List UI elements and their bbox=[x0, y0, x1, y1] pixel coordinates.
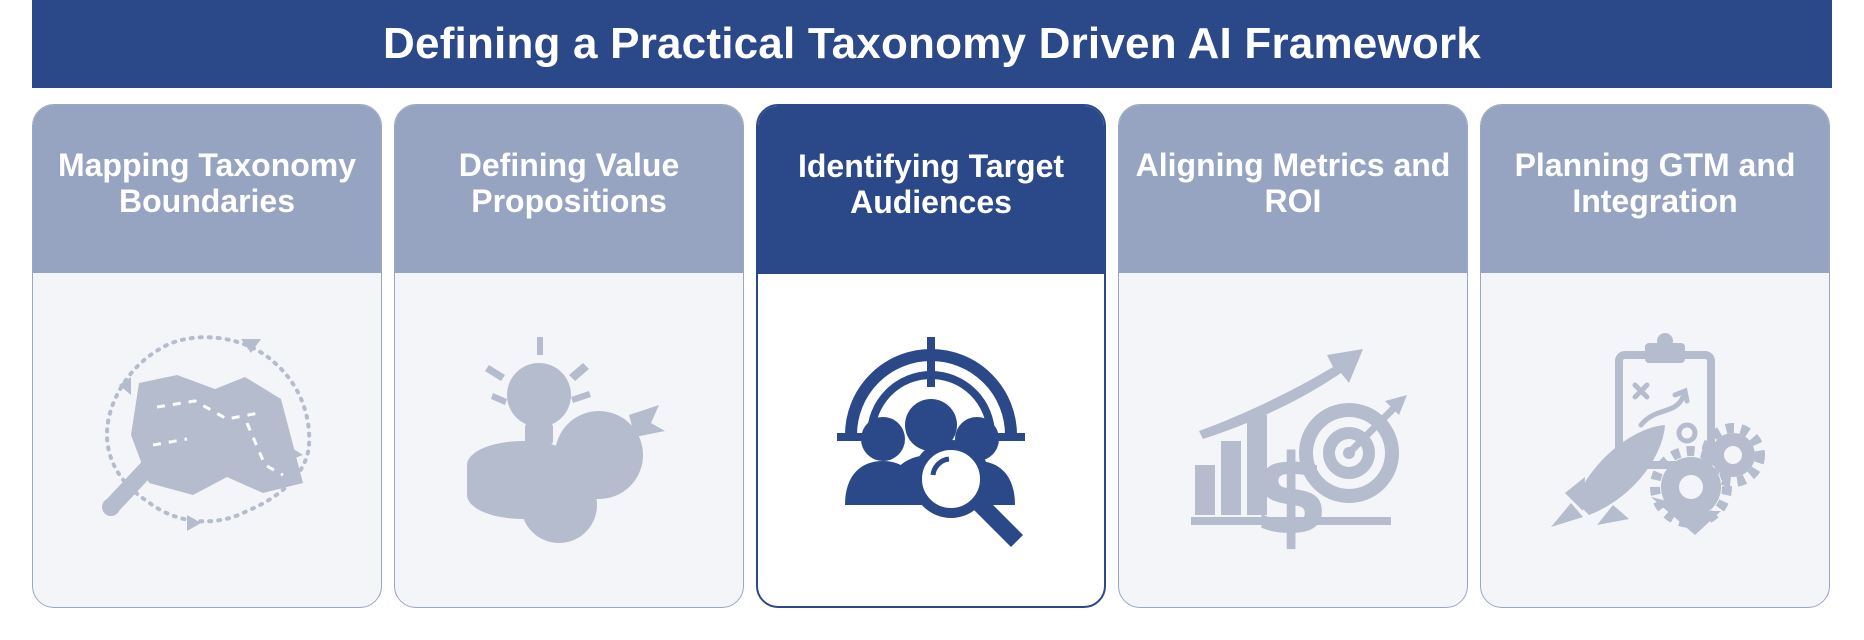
growth-target-icon: $ bbox=[1191, 349, 1407, 555]
page-title: Defining a Practical Taxonomy Driven AI … bbox=[32, 0, 1832, 88]
card-header: Mapping Taxonomy Boundaries bbox=[33, 105, 381, 273]
card-mapping-taxonomy[interactable]: Mapping Taxonomy Boundaries bbox=[32, 104, 382, 608]
rocket-gears-icon bbox=[1551, 333, 1765, 535]
card-header: Defining Value Propositions bbox=[395, 105, 743, 273]
card-header: Planning GTM and Integration bbox=[1481, 105, 1829, 273]
card-target-audiences[interactable]: Identifying Target Audiences bbox=[756, 104, 1106, 608]
lightbulb-coins-icon bbox=[467, 337, 665, 543]
card-gtm-integration[interactable]: Planning GTM and Integration bbox=[1480, 104, 1830, 608]
card-header: Identifying Target Audiences bbox=[758, 106, 1104, 274]
dollar-sign-glyph: $ bbox=[1253, 431, 1330, 555]
card-value-propositions[interactable]: Defining Value Propositions bbox=[394, 104, 744, 608]
audience-search-icon bbox=[837, 337, 1025, 547]
map-icon bbox=[102, 335, 312, 531]
card-metrics-roi[interactable]: Aligning Metrics and ROI $ bbox=[1118, 104, 1468, 608]
card-header: Aligning Metrics and ROI bbox=[1119, 105, 1467, 273]
